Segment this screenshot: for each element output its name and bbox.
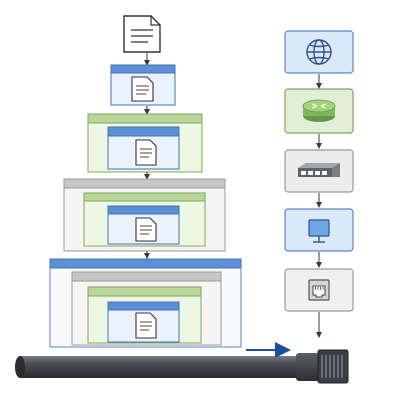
- document-icon: [131, 76, 154, 102]
- globe-icon: [306, 39, 332, 65]
- document-icon: [135, 312, 157, 339]
- layer-network-packet: [87, 113, 203, 173]
- ethernet-port-icon: [308, 279, 330, 301]
- nic-icon: [308, 219, 330, 243]
- device-network-interface: [284, 208, 354, 252]
- document-icon: [123, 15, 161, 53]
- device-ethernet-port: [284, 268, 354, 312]
- switch-icon: [298, 163, 340, 177]
- document-icon: [135, 217, 157, 242]
- ethernet-cable-icon: [15, 349, 349, 384]
- layer-application-data: [123, 15, 161, 53]
- document-icon: [135, 139, 157, 166]
- layer-data-link-frame: [63, 178, 226, 252]
- device-switch: [284, 149, 354, 193]
- router-icon: [302, 99, 336, 122]
- device-router: [284, 88, 354, 134]
- device-internet-globe: [284, 30, 354, 74]
- layer-physical-bits: [49, 258, 242, 348]
- layer-transport-segment: [110, 64, 176, 106]
